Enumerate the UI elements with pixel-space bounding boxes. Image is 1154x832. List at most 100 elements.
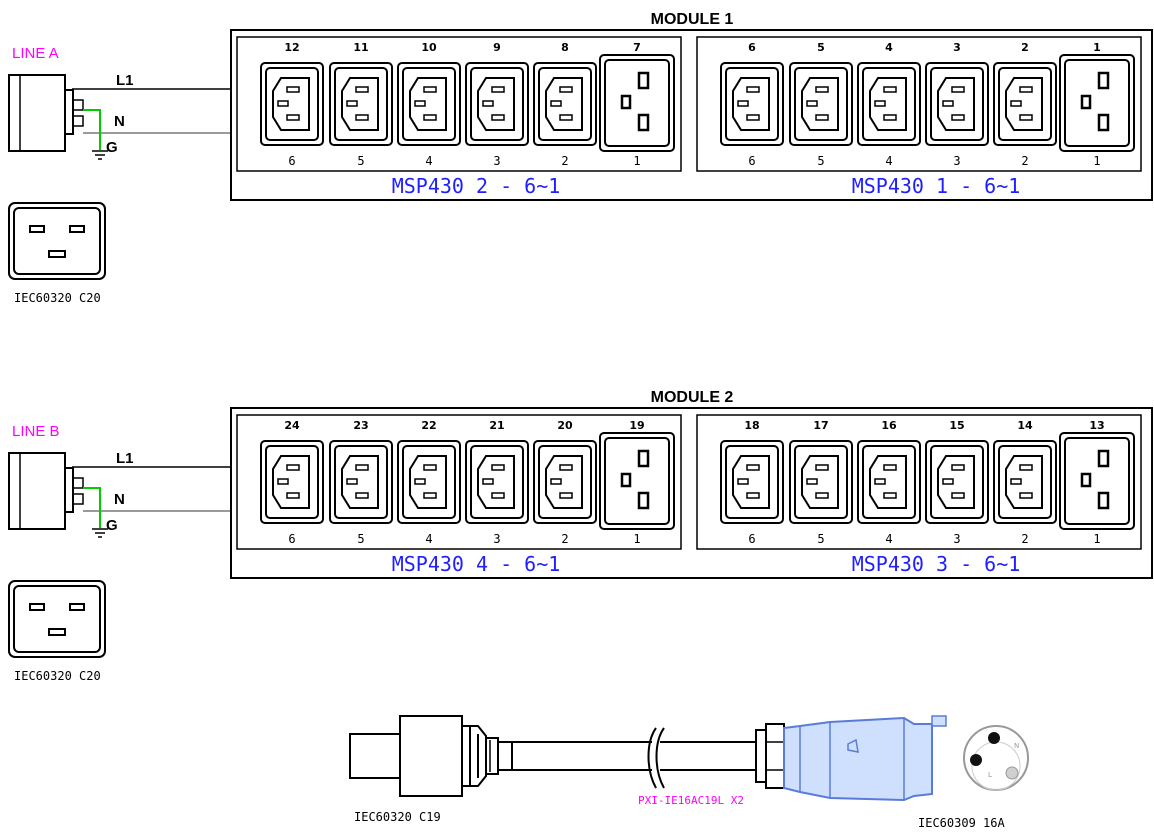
svg-text:N: N — [1014, 742, 1019, 750]
neutral-label: N — [114, 491, 125, 508]
outlet-number-label: 12 — [284, 41, 299, 54]
iec-c19-outlet-icon — [1059, 54, 1135, 152]
pdu-module-chassis — [230, 407, 1153, 579]
outlet-position-label: 5 — [357, 154, 364, 168]
outlet-number-label: 22 — [421, 419, 436, 432]
ground-symbol-icon — [92, 150, 108, 160]
outlet-position-label: 2 — [1021, 154, 1028, 168]
iec-c13-outlet-icon — [925, 62, 989, 146]
iec-c13-outlet-icon — [533, 440, 597, 524]
outlet-number-label: 19 — [629, 419, 644, 432]
iec-c13-outlet-icon — [260, 440, 324, 524]
outlet-number-label: 17 — [813, 419, 828, 432]
outlet-position-label: 6 — [748, 154, 755, 168]
module-title: MODULE 1 — [651, 11, 734, 28]
ground-wire — [83, 109, 101, 150]
outlet-position-label: 6 — [288, 532, 295, 546]
outlet-position-label: 3 — [493, 532, 500, 546]
outlet-number-label: 20 — [557, 419, 573, 432]
iec-c13-outlet-icon — [397, 62, 461, 146]
outlet-position-label: 4 — [425, 154, 432, 168]
outlet-number-label: 10 — [421, 41, 437, 54]
iec-c19-outlet-icon — [599, 432, 675, 530]
svg-text:L: L — [988, 771, 992, 779]
iec-c19-connector-icon — [349, 715, 513, 797]
iec60309-plug-face-icon: N L — [963, 725, 1029, 791]
iec-c19-outlet-icon — [599, 54, 675, 152]
outlet-position-label: 2 — [1021, 532, 1028, 546]
iec-c13-outlet-icon — [857, 62, 921, 146]
outlet-number-label: 1 — [1093, 41, 1101, 54]
ground-symbol-icon — [92, 528, 108, 538]
iec-c13-outlet-icon — [925, 440, 989, 524]
iec60309-plug-label: IEC60309 16A — [918, 816, 1005, 830]
iec-c13-outlet-icon — [789, 62, 853, 146]
outlet-number-label: 13 — [1089, 419, 1104, 432]
outlet-number-label: 23 — [353, 419, 368, 432]
outlet-position-label: 2 — [561, 532, 568, 546]
power-cable-assembly: N L IEC60320 C19 PXI-IE16AC19L X2 IEC603… — [349, 715, 1029, 830]
outlet-position-label: 5 — [357, 532, 364, 546]
iec-c13-outlet-icon — [993, 440, 1057, 524]
line-label: LINE B — [12, 423, 60, 440]
iec-c13-outlet-icon — [720, 62, 784, 146]
outlet-number-label: 16 — [881, 419, 897, 432]
pdu-module-chassis — [230, 29, 1153, 201]
outlet-number-label: 8 — [561, 41, 569, 54]
power-inlet-icon — [8, 452, 84, 530]
outlet-number-label: 5 — [817, 41, 825, 54]
outlet-position-label: 6 — [288, 154, 295, 168]
iec-c13-outlet-icon — [720, 440, 784, 524]
iec-c13-outlet-icon — [857, 440, 921, 524]
cable-gland-nut — [755, 723, 785, 789]
iec-c13-outlet-icon — [397, 440, 461, 524]
iec-c13-outlet-icon — [260, 62, 324, 146]
iec-c13-outlet-icon — [465, 62, 529, 146]
iec-c13-outlet-icon — [533, 62, 597, 146]
iec-c13-outlet-icon — [789, 440, 853, 524]
outlet-number-label: 24 — [284, 419, 300, 432]
module-title: MODULE 2 — [651, 389, 734, 406]
iec-c13-outlet-icon — [329, 62, 393, 146]
outlet-position-label: 1 — [633, 532, 640, 546]
outlet-number-label: 18 — [744, 419, 759, 432]
line-label: LINE A — [12, 45, 59, 62]
iec-c13-outlet-icon — [465, 440, 529, 524]
outlet-position-label: 5 — [817, 532, 824, 546]
iec-c19-outlet-icon — [1059, 432, 1135, 530]
outlet-position-label: 2 — [561, 154, 568, 168]
outlet-number-label: 21 — [489, 419, 504, 432]
outlet-number-label: 7 — [633, 41, 641, 54]
outlet-number-label: 11 — [353, 41, 368, 54]
msp-circuit-label: MSP430 2 - 6~1 — [392, 174, 561, 198]
outlet-position-label: 3 — [953, 532, 960, 546]
ground-wire — [83, 487, 101, 528]
outlet-position-label: 3 — [953, 154, 960, 168]
msp-circuit-label: MSP430 3 - 6~1 — [852, 552, 1021, 576]
outlet-number-label: 2 — [1021, 41, 1029, 54]
outlet-position-label: 6 — [748, 532, 755, 546]
msp-circuit-label: MSP430 4 - 6~1 — [392, 552, 561, 576]
cable-part-number: PXI-IE16AC19L X2 — [638, 794, 744, 807]
iec-c20-inlet-icon — [8, 202, 106, 280]
outlet-number-label: 9 — [493, 41, 501, 54]
outlet-number-label: 3 — [953, 41, 961, 54]
outlet-position-label: 4 — [885, 532, 892, 546]
neutral-label: N — [114, 113, 125, 130]
ground-label: G — [106, 517, 118, 534]
l1-label: L1 — [116, 72, 134, 89]
iec-c13-outlet-icon — [993, 62, 1057, 146]
c19-connector-label: IEC60320 C19 — [354, 810, 441, 824]
iec-c13-outlet-icon — [329, 440, 393, 524]
outlet-position-label: 4 — [885, 154, 892, 168]
inlet-type-label: IEC60320 C20 — [14, 669, 101, 683]
outlet-position-label: 3 — [493, 154, 500, 168]
outlet-number-label: 15 — [949, 419, 964, 432]
iec60309-plug-icon — [783, 715, 947, 802]
outlet-position-label: 1 — [1093, 154, 1100, 168]
inlet-type-label: IEC60320 C20 — [14, 291, 101, 305]
